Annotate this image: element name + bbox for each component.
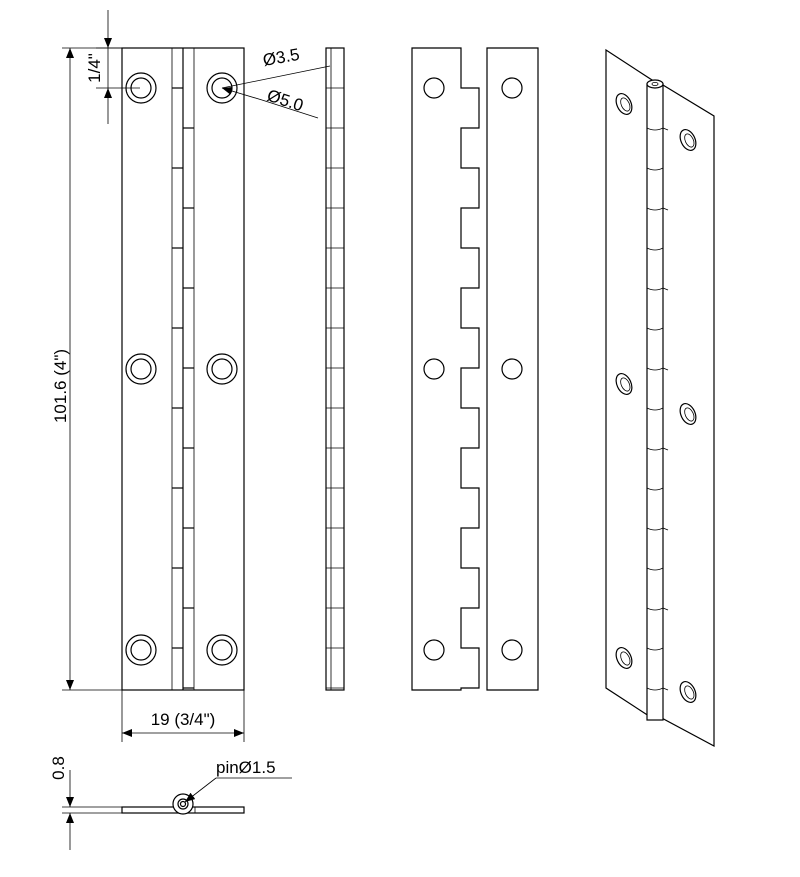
flat-pattern-view [411, 47, 539, 691]
countersink-ring [206, 634, 238, 666]
iso-knuckle-joints [646, 127, 669, 691]
iso-mounting-holes [615, 93, 697, 703]
iso-knuckle-tab [662, 607, 669, 611]
iso-knuckle-joint [646, 207, 664, 211]
iso-hole-inner [620, 377, 631, 392]
iso-knuckle-joint [646, 247, 664, 251]
width-dimension: 19 (3/4") [121, 690, 245, 742]
large-hole-label: Ø5.0 [265, 86, 306, 115]
end-view: pinØ1.5 0.8 [49, 756, 292, 850]
hole-callouts: Ø3.5 Ø5.0 [221, 45, 331, 119]
iso-knuckle-joint [646, 127, 664, 131]
iso-hole-inner [684, 133, 695, 148]
flat-pattern-holes [423, 77, 523, 661]
iso-knuckle-joint [646, 527, 664, 531]
iso-left-leaf [605, 48, 653, 720]
iso-knuckle-tab [662, 687, 669, 691]
isometric-view [605, 48, 715, 748]
flat-pattern-outline [411, 47, 539, 691]
iso-knuckle-joint [646, 167, 664, 171]
front-view-knuckles [172, 87, 194, 689]
iso-barrel [646, 83, 664, 721]
iso-hole [615, 93, 633, 115]
mounting-hole [130, 639, 152, 661]
length-dimension: 101.6 (4") [51, 47, 122, 691]
edge-offset-label: 1/4" [85, 53, 104, 83]
front-view-mounting-holes [125, 72, 238, 666]
iso-right-leaf [657, 80, 715, 748]
small-hole-label: Ø3.5 [261, 45, 301, 70]
iso-knuckle-joint [646, 447, 664, 451]
iso-knuckle-joint [646, 327, 664, 331]
width-label: 19 (3/4") [151, 710, 216, 729]
flat-hole [501, 639, 523, 661]
flat-hole [423, 639, 445, 661]
flat-hole [501, 358, 523, 380]
mounting-hole [130, 358, 152, 380]
pin-leader [184, 777, 217, 803]
iso-knuckle-joint [646, 407, 664, 411]
pin-label: pinØ1.5 [216, 758, 276, 777]
iso-knuckle-joint [646, 287, 664, 291]
iso-hole-inner [620, 97, 631, 112]
iso-hole [615, 647, 633, 669]
iso-knuckle-tab [662, 127, 669, 131]
countersink-ring [125, 353, 157, 385]
iso-hole-inner [684, 685, 695, 700]
iso-hole [679, 129, 697, 151]
side-view-knuckle-segments [326, 87, 344, 689]
iso-knuckle-joint [646, 567, 664, 571]
iso-knuckle-tab [662, 447, 669, 451]
thickness-label: 0.8 [49, 756, 68, 780]
iso-hole [615, 373, 633, 395]
mounting-hole [211, 358, 233, 380]
iso-knuckle-tab [662, 287, 669, 291]
iso-knuckle-joint [646, 647, 664, 651]
iso-knuckle-joint [646, 687, 664, 691]
countersink-ring [206, 353, 238, 385]
large-hole-leader-ext [261, 99, 319, 119]
iso-hole-inner [620, 651, 631, 666]
countersink-ring [125, 634, 157, 666]
iso-knuckle-tab [662, 367, 669, 371]
iso-hole [679, 681, 697, 703]
flat-hole [423, 77, 445, 99]
side-view-outline [325, 47, 345, 691]
flat-hole [501, 77, 523, 99]
front-view [121, 47, 245, 691]
edge-offset-dimension: 1/4" [85, 10, 140, 124]
iso-knuckle-joint [646, 607, 664, 611]
side-view [325, 47, 345, 691]
iso-knuckle-tab [662, 527, 669, 531]
end-view-pin [179, 800, 187, 808]
end-view-pin-bore [177, 798, 189, 810]
iso-barrel-top [646, 79, 664, 89]
large-hole-leader [221, 87, 263, 101]
length-label: 101.6 (4") [51, 349, 70, 423]
iso-pin-end [651, 82, 659, 87]
mounting-hole [211, 639, 233, 661]
iso-hole-inner [684, 407, 695, 422]
small-hole-leader [221, 65, 331, 89]
iso-knuckle-tab [662, 207, 669, 211]
flat-hole [423, 358, 445, 380]
iso-hole [679, 403, 697, 425]
iso-knuckle-joint [646, 487, 664, 491]
iso-knuckle-joint [646, 367, 664, 371]
end-view-knuckle [172, 793, 194, 815]
countersink-ring [206, 72, 238, 104]
